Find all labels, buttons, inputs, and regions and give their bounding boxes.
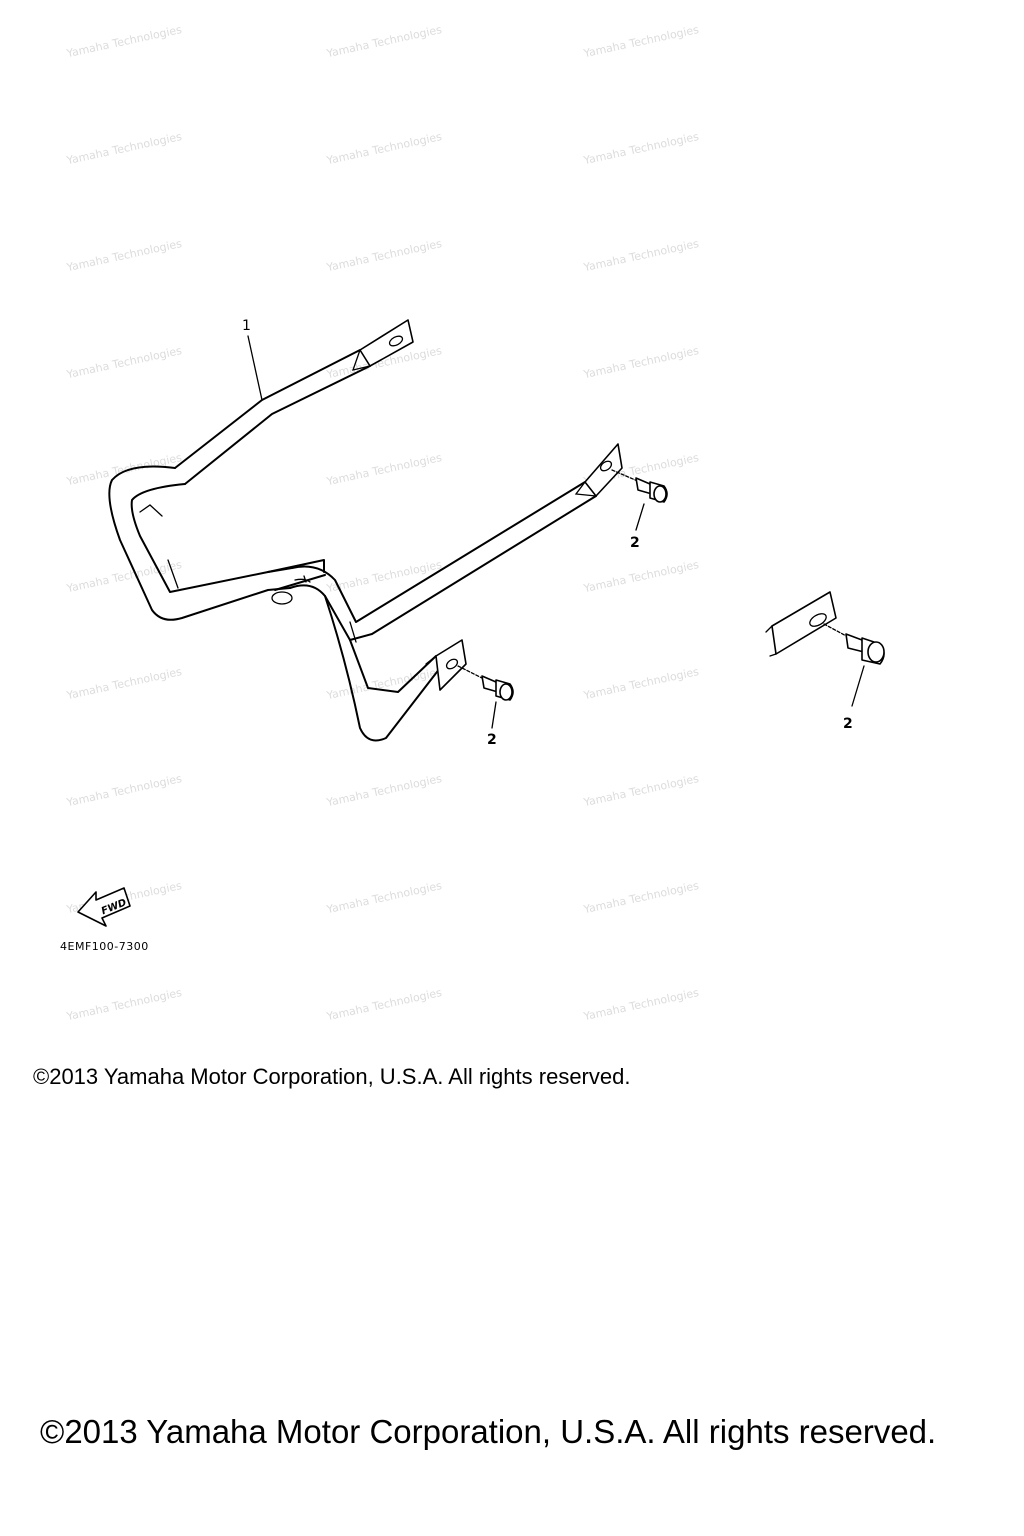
callout-bar: 1 bbox=[242, 318, 251, 334]
watermark-text: Yamaha Technologies bbox=[582, 665, 701, 702]
watermark-text: Yamaha Technologies bbox=[325, 23, 444, 60]
callout-bolt-upper: 2 bbox=[630, 535, 640, 551]
fwd-arrow-icon: FWD bbox=[77, 887, 131, 927]
watermark-text: Yamaha Technologies bbox=[65, 344, 184, 381]
front-guard-bar bbox=[108, 319, 623, 742]
watermark-text: Yamaha Technologies bbox=[65, 237, 184, 274]
diagram-code: 4EMF100-7300 bbox=[60, 940, 149, 953]
watermark-text: Yamaha Technologies bbox=[65, 451, 184, 488]
watermark-text: Yamaha Technologies bbox=[582, 23, 701, 60]
watermark-text: Yamaha Technologies bbox=[582, 772, 701, 809]
watermark-text: Yamaha Technologies bbox=[65, 665, 184, 702]
copyright-notice-small: ©2013 Yamaha Motor Corporation, U.S.A. A… bbox=[33, 1064, 631, 1089]
watermark-text: Yamaha Technologies bbox=[582, 237, 701, 274]
watermark-text: Yamaha Technologies bbox=[582, 986, 701, 1023]
watermark-text: Yamaha Technologies bbox=[582, 558, 701, 595]
watermark-text: Yamaha Technologies bbox=[325, 237, 444, 274]
callout-bolt-lower: 2 bbox=[487, 732, 497, 748]
watermark-text: Yamaha Technologies bbox=[325, 665, 444, 702]
watermark-text: Yamaha Technologies bbox=[325, 986, 444, 1023]
watermark-text: Yamaha Technologies bbox=[325, 130, 444, 167]
watermark-text: Yamaha Technologies bbox=[65, 130, 184, 167]
watermark-text: Yamaha Technologies bbox=[65, 23, 184, 60]
watermark-text: Yamaha Technologies bbox=[582, 344, 701, 381]
detail-view bbox=[765, 591, 885, 707]
watermark-text: Yamaha Technologies bbox=[325, 558, 444, 595]
watermark-text: Yamaha Technologies bbox=[65, 558, 184, 595]
watermark-text: Yamaha Technologies bbox=[325, 772, 444, 809]
watermark-text: Yamaha Technologies bbox=[325, 879, 444, 916]
watermark-text: Yamaha Technologies bbox=[65, 772, 184, 809]
watermark-text: Yamaha Technologies bbox=[582, 879, 701, 916]
bolt-upper bbox=[611, 469, 668, 531]
watermark-text: Yamaha Technologies bbox=[325, 451, 444, 488]
bolt-lower bbox=[457, 665, 514, 729]
watermark-text: Yamaha Technologies bbox=[65, 986, 184, 1023]
callout-bolt-detail: 2 bbox=[843, 716, 853, 732]
copyright-notice-large: ©2013 Yamaha Motor Corporation, U.S.A. A… bbox=[40, 1413, 937, 1450]
watermark-text: Yamaha Technologies bbox=[582, 130, 701, 167]
